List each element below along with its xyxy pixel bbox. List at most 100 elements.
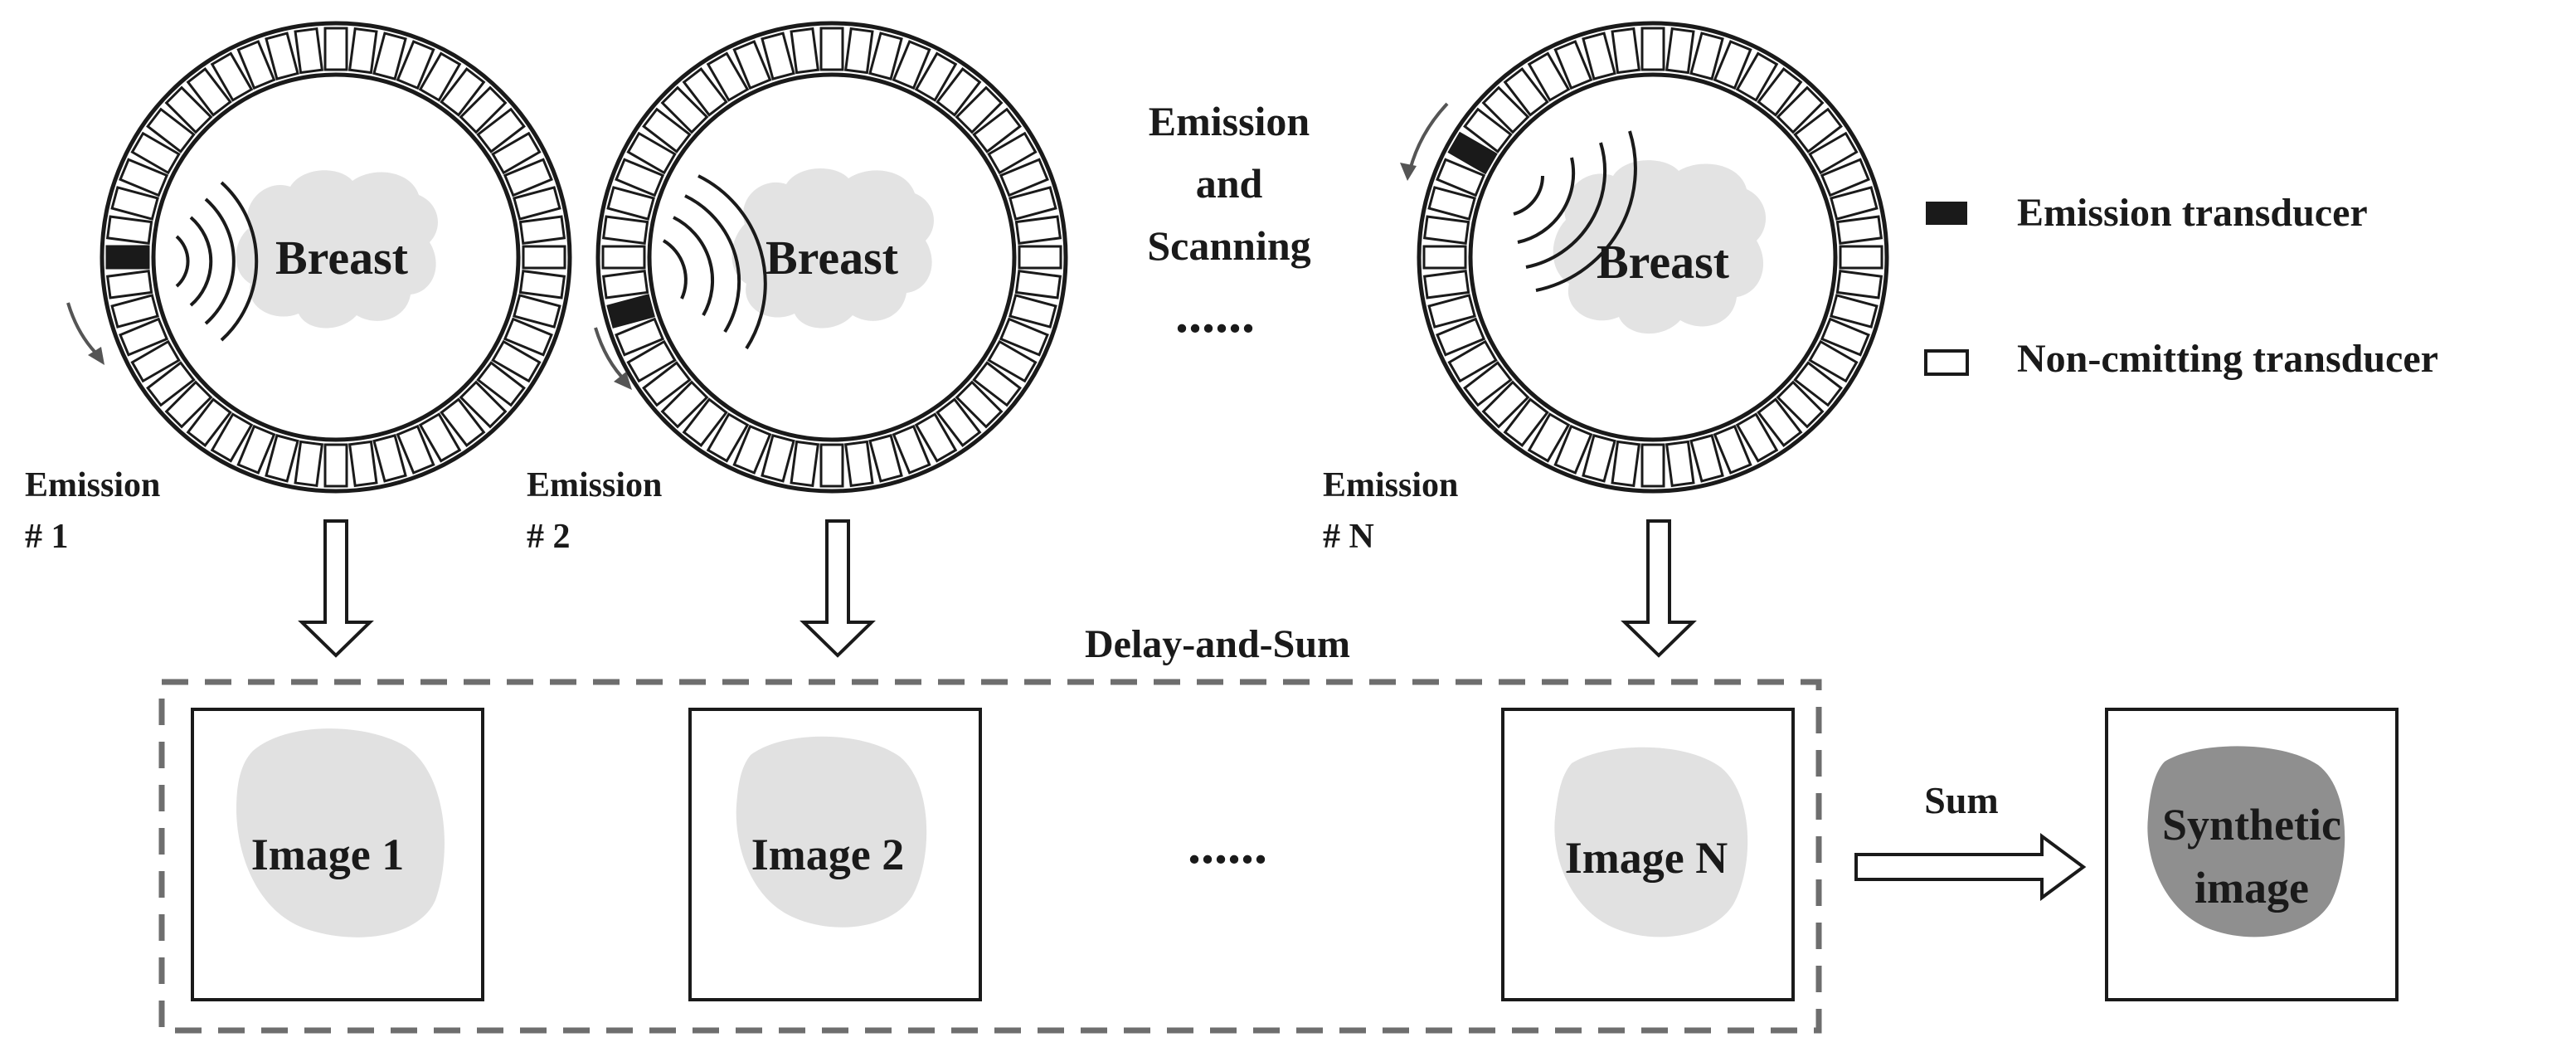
non-emitting-transducer (1835, 269, 1883, 299)
down-arrow-1 (298, 519, 374, 658)
breast-label: Breast (1597, 235, 1730, 289)
non-emitting-transducer (459, 380, 508, 429)
image-blob (736, 736, 927, 928)
non-emitting-transducer (1014, 269, 1062, 299)
down-arrow-n (1621, 519, 1697, 658)
sum-label: Sum (1924, 779, 1998, 821)
image-1: Image 1 (191, 708, 484, 1001)
non-emitting-transducer (110, 186, 159, 221)
synthetic-label-line2: image (2194, 863, 2309, 913)
non-emitting-transducer (601, 215, 649, 246)
emission-label: Emission (527, 466, 662, 504)
non-emitting-transducer (1436, 317, 1486, 357)
legend-emission-swatch (1926, 202, 1967, 225)
non-emitting-transducer (1689, 32, 1724, 80)
non-emitting-transducer (1835, 215, 1883, 246)
non-emitting-transducer (660, 85, 709, 134)
non-emitting-transducer (706, 412, 750, 463)
non-emitting-transducer (1527, 51, 1571, 102)
non-emitting-transducer (790, 27, 820, 75)
non-emitting-transducer (1463, 361, 1513, 407)
non-emitting-transducer (186, 67, 232, 117)
wave-arcs (662, 174, 767, 350)
rotation-arrow (1400, 102, 1449, 181)
synthetic-image: Synthetic image (2105, 708, 2399, 1001)
non-emitting-transducer (914, 51, 958, 102)
non-emitting-transducer (1436, 158, 1486, 197)
non-emitting-transducer (130, 339, 181, 383)
non-emitting-transducer (265, 434, 299, 483)
synthetic-blob (2147, 746, 2345, 937)
non-emitting-transducer (1713, 40, 1752, 90)
non-emitting-transducer (1713, 424, 1752, 475)
non-emitting-transducer (660, 380, 709, 429)
image-blob (236, 728, 445, 937)
non-emitting-transducer (105, 269, 153, 299)
non-emitting-transducer (418, 412, 462, 463)
ring-outer-edge (1417, 21, 1889, 494)
synthetic-label-line1: Synthetic (2162, 800, 2341, 850)
non-emitting-transducer (892, 424, 931, 475)
non-emitting-transducer (1830, 186, 1879, 221)
non-emitting-transducer (518, 215, 566, 246)
non-emitting-transducer (440, 397, 486, 447)
non-emitting-transducer (615, 317, 665, 357)
non-emitting-transducer (110, 294, 159, 329)
non-emitting-transducer (476, 361, 526, 407)
non-emitting-transducer (236, 40, 276, 90)
non-emitting-transducer (348, 27, 378, 75)
non-emitting-transducer (606, 186, 655, 221)
non-emitting-transducer (1793, 107, 1843, 153)
ring-emission-1: Breast Emission # 1 (25, 21, 572, 556)
legend-non-emitting-swatch (1924, 349, 1969, 376)
non-emitting-transducer (1776, 380, 1825, 429)
non-emitting-transducer (1582, 32, 1616, 80)
non-emitting-transducer (601, 269, 649, 299)
non-emitting-transducer (972, 107, 1022, 153)
non-emitting-transducer (987, 339, 1038, 383)
non-emitting-transducer (491, 339, 542, 383)
non-emitting-transducer (323, 27, 348, 71)
non-emitting-transducer (1808, 339, 1859, 383)
delay-and-sum-box (158, 679, 1822, 1034)
bottom-ellipsis: ...... (1188, 816, 1267, 874)
emission-number: # 1 (25, 518, 69, 556)
non-emitting-transducer (396, 424, 435, 475)
non-emitting-transducer (372, 32, 407, 80)
non-emitting-transducer (1820, 317, 1870, 357)
non-emitting-transducer (1481, 380, 1530, 429)
non-emitting-transducer (626, 339, 677, 383)
top-ellipsis: ...... (1175, 285, 1255, 343)
non-emitting-transducer (1503, 67, 1549, 117)
non-emitting-transducer (1582, 434, 1616, 483)
non-emitting-transducer (1463, 107, 1513, 153)
non-emitting-transducer (105, 215, 153, 246)
non-emitting-transducer (936, 67, 982, 117)
non-emitting-transducer (130, 131, 181, 175)
non-emitting-transducer (1820, 158, 1870, 197)
legend-non-emitting-label: Non-cmitting transducer (2017, 337, 2438, 381)
non-emitting-transducer (491, 131, 542, 175)
delay-and-sum-label: Delay-and-Sum (1085, 622, 1350, 666)
non-emitting-transducer (294, 440, 324, 488)
non-emitting-transducer (186, 397, 232, 447)
non-emitting-transducer (868, 32, 903, 80)
non-emitting-transducer (1481, 85, 1530, 134)
image-label: Image N (1565, 833, 1728, 883)
wave-arcs (1513, 130, 1637, 292)
non-emitting-transducer (518, 269, 566, 299)
rotation-arrow (594, 327, 632, 390)
emission-number: # 2 (527, 518, 571, 556)
non-emitting-transducer (819, 443, 844, 488)
non-emitting-transducer (761, 32, 795, 80)
non-emitting-transducer (1422, 215, 1470, 246)
non-emitting-transducer (513, 186, 561, 221)
non-emitting-transducer (1553, 40, 1593, 90)
non-emitting-transducer (522, 245, 566, 270)
non-emitting-transducer (626, 131, 677, 175)
non-emitting-transducer (1757, 67, 1803, 117)
non-emitting-transducer (1776, 85, 1825, 134)
non-emitting-transducer (1665, 440, 1695, 488)
non-emitting-transducer (119, 158, 169, 197)
non-emitting-transducer (732, 424, 772, 475)
